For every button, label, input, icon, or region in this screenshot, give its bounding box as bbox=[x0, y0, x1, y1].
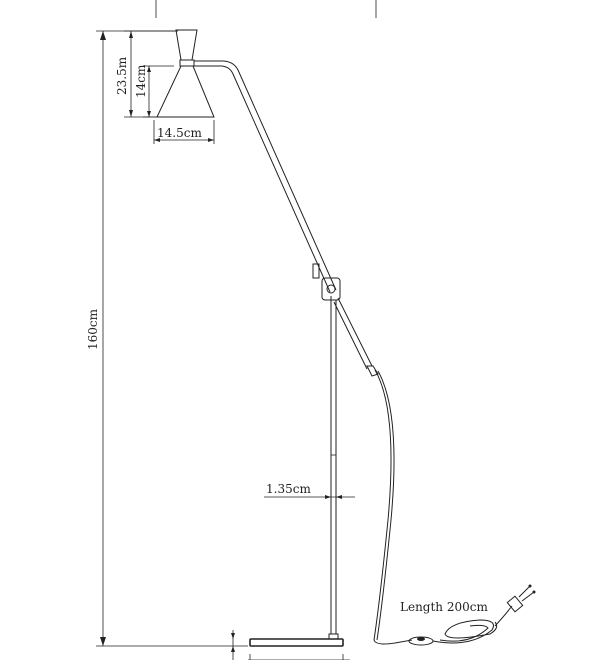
shade-upper-cone bbox=[175, 29, 198, 61]
shade-diameter-dimension: 14.5cm bbox=[153, 120, 215, 144]
plug-icon bbox=[506, 584, 536, 613]
pole-diameter-dimension: 1.35cm bbox=[264, 482, 355, 499]
shade-lower-cone bbox=[156, 65, 215, 118]
base-thickness-dimension bbox=[231, 630, 235, 660]
lamp-base bbox=[249, 638, 344, 647]
cable-length-label: Length 200cm bbox=[400, 600, 488, 614]
power-cable: Length 200cm bbox=[373, 369, 536, 646]
total-height-label: 160cm bbox=[86, 308, 100, 350]
shade-collar bbox=[179, 59, 195, 67]
shade-cone-height-label: 14cm bbox=[134, 64, 148, 98]
shade-height-dimension: 23.5m bbox=[115, 30, 178, 118]
lamp-shade bbox=[156, 29, 215, 118]
shade-diameter-label: 14.5cm bbox=[157, 126, 202, 140]
pole-diameter-label: 1.35cm bbox=[266, 482, 311, 496]
shade-height-label: 23.5m bbox=[115, 56, 129, 95]
total-height-dimension: 160cm bbox=[86, 30, 248, 647]
base-width-dimension-partial bbox=[248, 654, 350, 660]
arm-knob bbox=[312, 263, 320, 279]
shade-cone-height-dimension: 14cm bbox=[134, 64, 174, 118]
lamp-arm bbox=[194, 60, 379, 377]
lamp-pole bbox=[328, 296, 339, 640]
